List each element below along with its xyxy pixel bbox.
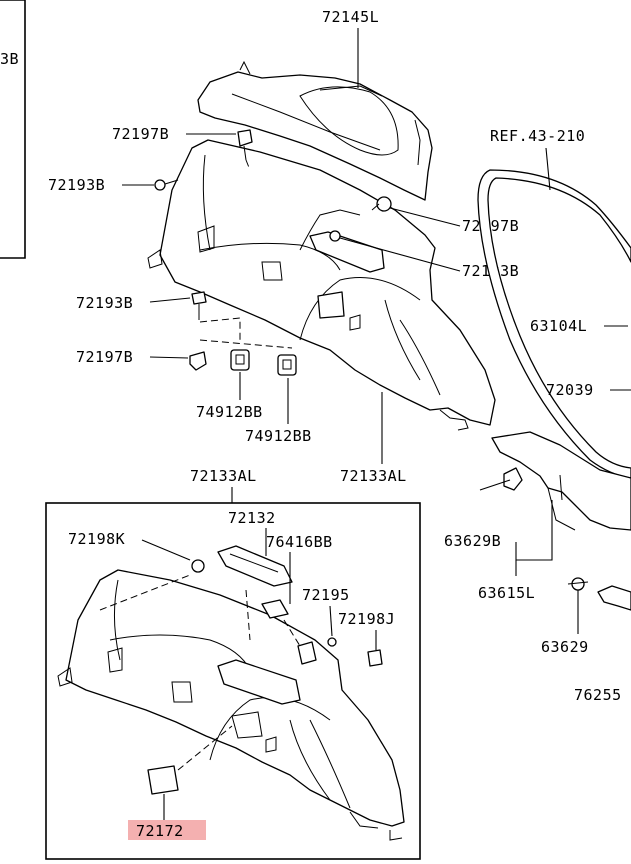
label-72193b-c: 72193B xyxy=(76,294,133,312)
handle-72132 xyxy=(217,545,293,587)
rear-quarter-trim-lower xyxy=(57,569,405,841)
highlight-72172 xyxy=(128,820,206,840)
clip-72197b-top xyxy=(237,129,253,161)
label-72132: 72132 xyxy=(228,509,276,527)
left-partial-box: 3B xyxy=(0,0,26,259)
upper-trim-panel-72145l xyxy=(197,60,433,201)
label-72197b-a: 72197B xyxy=(112,125,169,143)
clip-72195 xyxy=(327,637,337,647)
bracket-63615l xyxy=(491,431,631,531)
label-76255: 76255 xyxy=(574,686,622,704)
screw-72193b-right xyxy=(329,230,341,242)
plug-74912bb-a xyxy=(230,349,250,371)
label-72195: 72195 xyxy=(302,586,350,604)
label-72133al-upper: 72133AL xyxy=(340,467,407,485)
clip-72197b-right xyxy=(371,196,392,212)
part-76255 xyxy=(597,585,631,611)
lid-72172 xyxy=(147,765,179,795)
label-63629: 63629 xyxy=(541,638,589,656)
label-63629b: 63629B xyxy=(444,532,501,550)
label-72145l: 72145L xyxy=(322,8,379,26)
label-74912bb-a: 74912BB xyxy=(196,403,263,421)
label-63615l: 63615L xyxy=(478,584,535,602)
label-ref-43-210: REF.43-210 xyxy=(490,127,585,145)
clip-72198k xyxy=(191,559,205,573)
label-72193b-a: 72193B xyxy=(48,176,105,194)
cover-76416bb xyxy=(261,599,289,619)
label-63104l: 63104L xyxy=(530,317,587,335)
clip-72198j xyxy=(367,649,383,667)
screw-72193b-top xyxy=(154,179,179,191)
label-72197b-c: 72197B xyxy=(76,348,133,366)
plug-74912bb-b xyxy=(277,354,297,376)
clip-63629b xyxy=(503,467,523,491)
label-76416bb: 76416BB xyxy=(266,533,333,551)
screw-72193b-left xyxy=(191,291,207,320)
label-72133al-box: 72133AL xyxy=(190,467,257,485)
label-left-partial: 3B xyxy=(0,50,19,68)
label-72172: 72172 xyxy=(136,822,184,840)
label-74912bb-b: 74912BB xyxy=(245,427,312,445)
clip-72197b-left xyxy=(189,351,207,371)
rear-quarter-trim-upper xyxy=(147,139,496,431)
clip-63629 xyxy=(567,577,589,591)
label-72198j: 72198J xyxy=(338,610,395,628)
exploded-view-box xyxy=(45,502,421,860)
small-bracket xyxy=(297,641,317,665)
label-72039: 72039 xyxy=(546,381,594,399)
label-72198k: 72198K xyxy=(68,530,125,548)
